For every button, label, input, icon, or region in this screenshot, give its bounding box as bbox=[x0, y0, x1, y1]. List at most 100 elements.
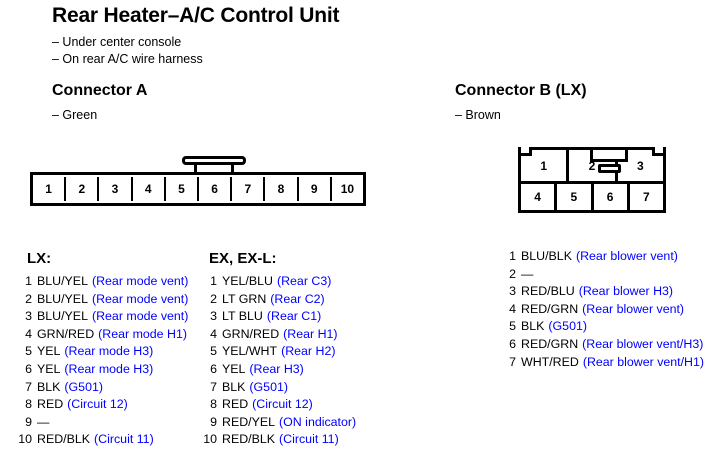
pin-wire-color: BLU/YEL bbox=[37, 309, 88, 324]
latch-stem-left bbox=[194, 164, 197, 175]
pin-wire-color: RED/YEL bbox=[222, 414, 276, 429]
pin-description: (Rear mode vent) bbox=[91, 309, 189, 324]
pin-wire-color: BLU/YEL bbox=[37, 291, 88, 306]
pin-number: 4 bbox=[25, 326, 32, 341]
pin-description: (Rear mode H3) bbox=[64, 344, 154, 359]
pin-row: 3 BLU/YEL(Rear mode vent) bbox=[14, 308, 188, 326]
pin-number: 2 bbox=[509, 266, 516, 281]
pin-description: (Rear C3) bbox=[276, 274, 332, 288]
connector-b-heading: Connector B (LX) bbox=[455, 82, 587, 99]
connector-a-color-note: – Green bbox=[52, 108, 98, 122]
pin-number: 3 bbox=[509, 284, 516, 299]
pin-wire-color: GRN/RED bbox=[37, 326, 95, 341]
connector-b-color-note: – Brown bbox=[455, 108, 501, 122]
connector-a-heading: Connector A bbox=[52, 82, 148, 99]
pin-number: 10 bbox=[18, 432, 32, 447]
connector-a-pin-8: 8 bbox=[265, 177, 299, 201]
pin-description: (Circuit 12) bbox=[67, 397, 128, 412]
pin-empty-dash: — bbox=[37, 414, 50, 429]
t-tab-latch-icon bbox=[182, 156, 246, 175]
pin-wire-color: RED/BLU bbox=[521, 284, 575, 299]
latch-stem-right bbox=[231, 164, 234, 175]
pin-row: 4 GRN/RED(Rear mode H1) bbox=[14, 326, 188, 344]
connector-a-pin-5: 5 bbox=[165, 177, 200, 201]
pin-description: (Rear mode H1) bbox=[98, 326, 187, 341]
pin-description: (Rear mode vent) bbox=[91, 274, 189, 288]
page-title: Rear Heater–A/C Control Unit bbox=[52, 4, 340, 27]
pin-description: (G501) bbox=[64, 379, 103, 394]
pin-empty-dash: — bbox=[521, 266, 534, 281]
location-note-1: – Under center console bbox=[52, 35, 182, 49]
pin-row: 2— bbox=[498, 266, 704, 284]
pin-row: 7 WHT/RED(Rear blower vent/H1) bbox=[498, 354, 704, 372]
connector-b-pin-1: 1 bbox=[521, 150, 570, 181]
pin-wire-color: RED/BLK bbox=[222, 432, 276, 447]
connector-a-pin-9: 9 bbox=[298, 177, 332, 201]
pin-number: 6 bbox=[210, 361, 217, 376]
pin-number: 7 bbox=[210, 379, 217, 394]
pin-description: (Rear C2) bbox=[270, 291, 325, 306]
pin-description: (Rear H1) bbox=[283, 326, 338, 341]
pin-description: (Rear blower H3) bbox=[578, 284, 674, 299]
location-note-2: – On rear A/C wire harness bbox=[52, 52, 203, 66]
connector-a-pin-4: 4 bbox=[132, 177, 166, 201]
pin-number: 1 bbox=[509, 249, 516, 263]
connector-a-pin-2: 2 bbox=[66, 177, 100, 201]
connector-b-pin-3: 3 bbox=[636, 158, 644, 173]
pin-number: 7 bbox=[25, 379, 32, 394]
pin-description: (Rear mode vent) bbox=[91, 291, 189, 306]
notch-right-icon bbox=[652, 147, 663, 156]
pin-description: (ON indicator) bbox=[279, 414, 357, 429]
pin-description: (Rear blower vent) bbox=[575, 249, 678, 263]
pin-row: 1 BLU/BLK(Rear blower vent) bbox=[498, 248, 704, 266]
pin-description: (Rear blower vent) bbox=[582, 301, 685, 316]
pin-number: 3 bbox=[25, 309, 32, 324]
pin-wire-color: RED bbox=[37, 397, 64, 412]
pin-wire-color: BLU/YEL bbox=[37, 274, 88, 288]
pin-wire-color: BLK bbox=[521, 319, 545, 334]
pin-row: 8 RED(Circuit 12) bbox=[14, 396, 188, 414]
pin-wire-color: BLU/BLK bbox=[521, 249, 572, 263]
pin-description: (Circuit 12) bbox=[252, 397, 313, 412]
pin-wire-color: WHT/RED bbox=[521, 354, 579, 369]
pin-row: 9 RED/YEL(ON indicator) bbox=[199, 414, 356, 432]
pin-row: 7 BLK(G501) bbox=[14, 379, 188, 397]
notch-left-icon bbox=[521, 147, 532, 156]
pin-number: 10 bbox=[203, 432, 217, 447]
pin-wire-color: BLK bbox=[37, 379, 61, 394]
pin-number: 8 bbox=[25, 397, 32, 412]
pin-number: 6 bbox=[509, 336, 516, 351]
pin-number: 2 bbox=[210, 291, 217, 306]
pin-wire-color: RED/BLK bbox=[37, 432, 91, 447]
pin-number: 5 bbox=[210, 344, 217, 359]
pin-description: (Rear blower vent/H1) bbox=[582, 354, 705, 369]
pin-number: 2 bbox=[25, 291, 32, 306]
pin-number: 7 bbox=[509, 354, 516, 369]
pin-number: 9 bbox=[210, 414, 217, 429]
center-latch-tab-icon bbox=[598, 164, 621, 173]
pin-description: (Rear mode H3) bbox=[64, 361, 154, 376]
pin-wire-color: YEL/WHT bbox=[222, 344, 278, 359]
